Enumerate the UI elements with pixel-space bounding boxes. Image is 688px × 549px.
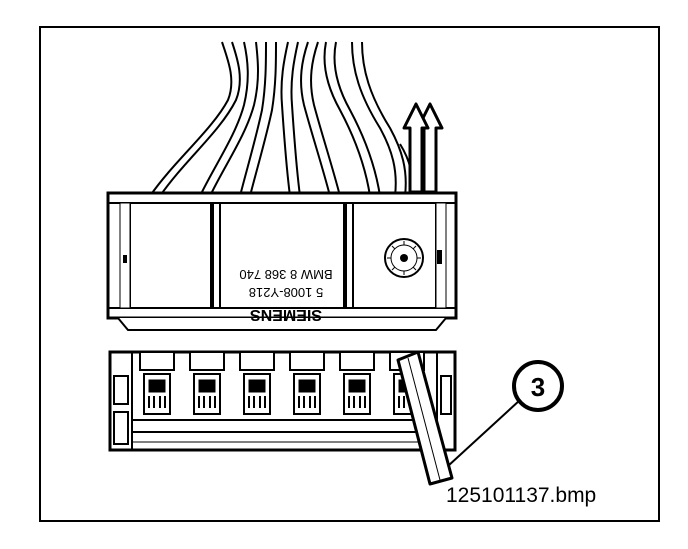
callout-circle (512, 360, 564, 412)
screwdriver-tool (396, 350, 454, 486)
housing-notch (437, 250, 442, 264)
callout-number: 3 (531, 372, 545, 402)
pull-direction-arrow-icon (402, 102, 444, 194)
terminal-pin (289, 351, 325, 415)
terminal-pin (189, 351, 225, 415)
housing-notch-left (123, 255, 127, 263)
date-wheel-icon (384, 238, 424, 278)
part-label: SIEMENS 5 1008-Y218 BMW 8 368 740 (239, 267, 332, 323)
label-line-2: BMW 8 368 740 (239, 267, 332, 282)
terminal-pin (339, 351, 375, 415)
label-line-1: 5 1008-Y218 (249, 285, 323, 300)
figure-caption: 125101137.bmp (446, 484, 597, 507)
wire-bundle (149, 41, 414, 197)
label-brand: SIEMENS (250, 306, 322, 323)
terminal-pin (239, 351, 275, 415)
terminal-pin (139, 351, 175, 415)
callout-leader-line (447, 399, 521, 467)
